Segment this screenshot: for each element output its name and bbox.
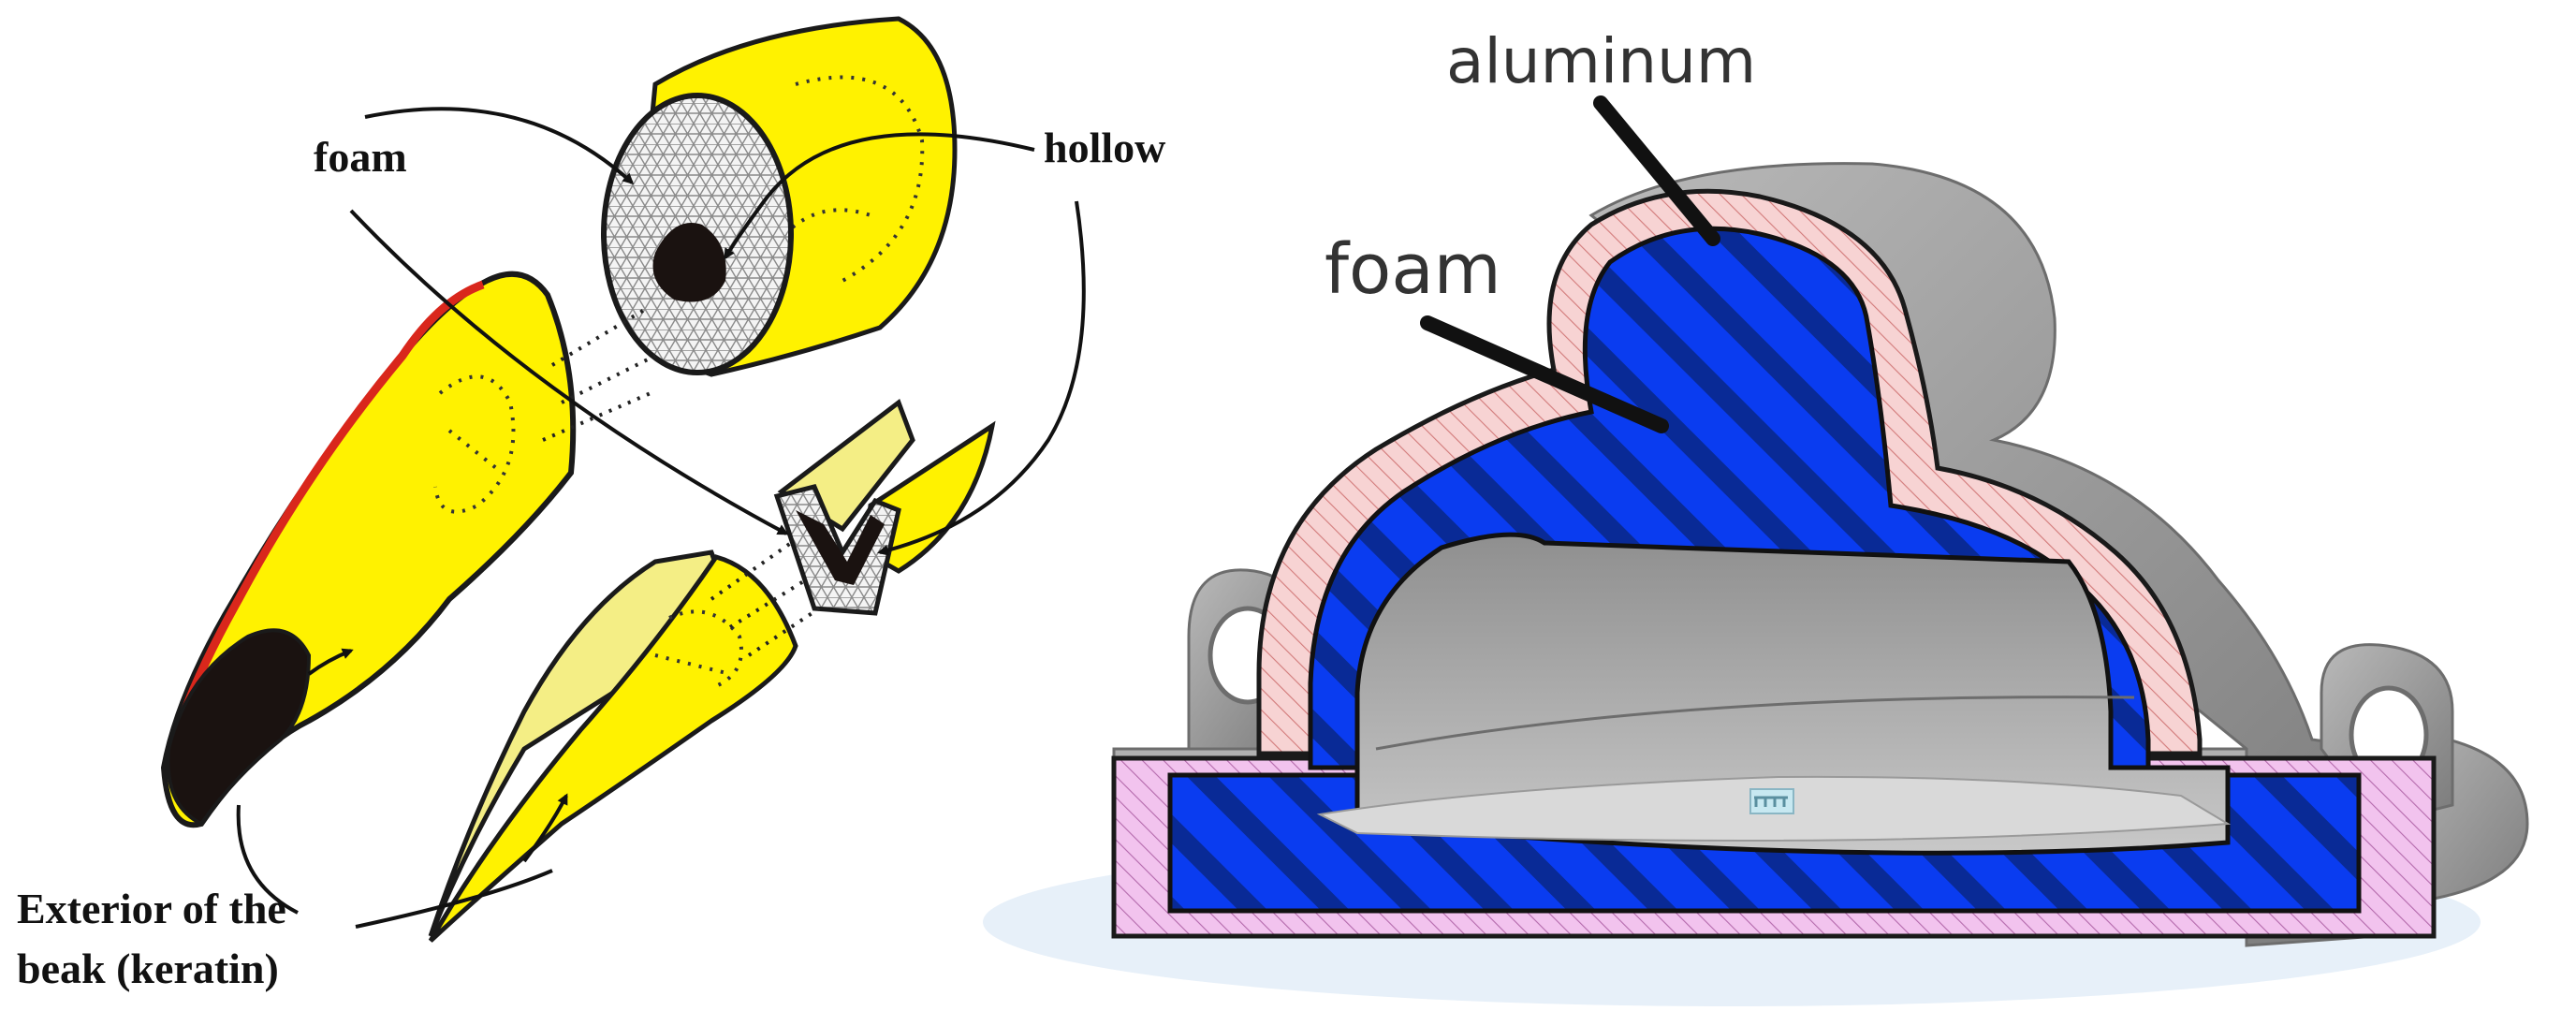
label-foam-right: foam bbox=[1325, 229, 1501, 310]
cross-section-diagram: aluminum foam bbox=[983, 25, 2527, 1006]
beak-diagram: foam hollow Exterior of the beak (kerati… bbox=[17, 19, 1165, 992]
lower-beak-section bbox=[777, 403, 992, 613]
label-hollow: hollow bbox=[1044, 124, 1165, 171]
label-foam-left: foam bbox=[314, 133, 407, 181]
lower-beak bbox=[431, 552, 796, 941]
upper-beak-section bbox=[604, 19, 955, 374]
chip-icon bbox=[1750, 789, 1793, 813]
label-exterior-line2: beak (keratin) bbox=[17, 945, 279, 992]
label-aluminum: aluminum bbox=[1446, 25, 1756, 97]
label-exterior-line1: Exterior of the bbox=[17, 885, 286, 932]
left-labels: foam hollow Exterior of the beak (kerati… bbox=[17, 109, 1165, 992]
beak-tip-black bbox=[168, 630, 309, 824]
